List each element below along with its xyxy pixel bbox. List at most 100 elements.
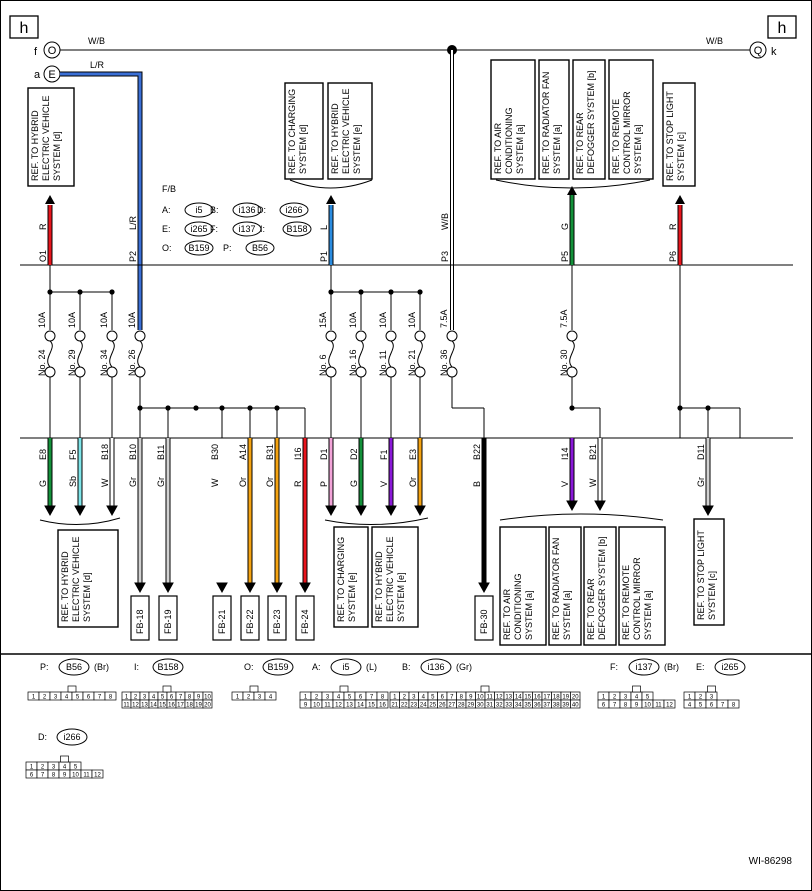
connector-pin-number: 36 (534, 703, 541, 709)
connector-pin-number: 12 (335, 703, 342, 709)
wire-color-label: Or (265, 477, 275, 487)
fuse-number: No. 26 (127, 349, 137, 376)
arrow-d2 (355, 505, 367, 517)
pin-label: P1 (319, 251, 329, 262)
connector-pin (104, 691, 117, 701)
fb-terminal-box (158, 595, 178, 641)
connector-pin-number: 3 (326, 695, 330, 701)
pin-label: B30 (210, 444, 220, 460)
lr-wire (60, 72, 142, 330)
fuse-terminal (385, 330, 397, 342)
connector-pin-number: 3 (624, 695, 628, 701)
fb-code-oval (232, 202, 262, 218)
connector-pin-number: 1 (236, 695, 240, 701)
connector-pin-number: 8 (460, 695, 464, 701)
ref-box-mirror-bot (618, 526, 666, 646)
fuse-rating: 7.5A (559, 309, 569, 328)
connector-letter: F: (610, 662, 618, 672)
ref-box-hybrid-top (27, 87, 75, 187)
fuse-rating: 10A (407, 312, 417, 328)
connector-pin-number: 10 (644, 703, 651, 709)
connector-pin-number: 15 (159, 703, 166, 709)
fb-code-oval (232, 221, 262, 237)
pin-label: D1 (319, 448, 329, 460)
ref-box-mirror-bot-text: REF. TO REMOTE (621, 565, 631, 640)
connector-pin-number: 9 (197, 695, 201, 701)
ref-box-charging-top-text: SYSTEM [d] (298, 124, 308, 174)
fuse-terminal (134, 330, 146, 342)
arrow-p1 (326, 195, 336, 204)
connector-pin-number: 33 (505, 703, 512, 709)
fb-terminal-box (295, 595, 315, 641)
ref-box-radfan-top-text: SYSTEM [a] (552, 124, 562, 174)
connector-pin-number: 7 (613, 703, 617, 709)
wire-color-label: B (472, 481, 482, 487)
fuse-number: No. 24 (37, 349, 47, 376)
connector-pin-number: 39 (562, 703, 569, 709)
connector-pin-number: 4 (688, 703, 692, 709)
connector-pin-number: 7 (721, 703, 725, 709)
pin-label: P5 (560, 251, 570, 262)
wire-label-lr: L/R (90, 60, 105, 70)
ref-box-radfan-top-text: REF. TO RADIATOR FAN (541, 72, 551, 174)
connector-pin-number: 38 (553, 703, 560, 709)
connector-pin-number: 2 (41, 765, 45, 771)
ref-box-mirror-top-text: REF. TO REMOTE (611, 99, 621, 174)
ref-h-left-label: h (20, 20, 29, 37)
ref-box-charging-bot-text: SYSTEM [e] (347, 572, 357, 622)
connector-pin-number: 4 (635, 695, 639, 701)
connector-pin-number: 3 (710, 695, 714, 701)
fuse-number: No. 29 (67, 349, 77, 376)
connector-pin-number: 2 (43, 695, 47, 701)
ref-box-defog-bot (583, 526, 617, 646)
fuse-terminal (74, 330, 86, 342)
connector-pin-number: 35 (524, 703, 531, 709)
ref-box-hybrid2-top (327, 82, 373, 180)
fuse-number: No. 21 (407, 349, 417, 376)
fb-key: A: (162, 205, 171, 215)
fb-terminal-label: FB-24 (300, 609, 310, 634)
connector-letter: A: (312, 662, 321, 672)
arrow-e3 (414, 505, 426, 517)
pin-label: I14 (560, 447, 570, 460)
connector-pin-number: 1 (32, 695, 36, 701)
connector-color: (Br) (664, 662, 679, 672)
pin-label: B10 (128, 444, 138, 460)
connector-pin-number: 11 (487, 695, 494, 701)
junction-dot (193, 405, 199, 411)
connector-pin-number: 16 (379, 703, 386, 709)
connector-key (249, 685, 259, 693)
pin-label: B18 (100, 444, 110, 460)
connector-pin-number: 24 (420, 703, 427, 709)
terminal-k-symbol: Q (754, 45, 763, 57)
connector-pin-number: 2 (699, 695, 703, 701)
connector-pin-number: 12 (132, 703, 139, 709)
connector-pin-number: 8 (188, 695, 192, 701)
terminal-a-symbol: E (48, 69, 55, 81)
connector-pin-number: 5 (76, 695, 80, 701)
connector-pin (376, 699, 389, 709)
fb-code: B56 (252, 243, 268, 253)
ref-box-defog-bot-text: REF. TO REAR (586, 578, 596, 640)
wire-color-label: W (588, 478, 598, 487)
connector-pin-number: 3 (258, 695, 262, 701)
ref-box-ac-bot-text: CONDITIONING (513, 574, 523, 641)
connector-code: i5 (342, 662, 349, 672)
fuse-rating: 10A (348, 312, 358, 328)
fb-key: P: (223, 243, 232, 253)
wire-color-label: Gr (128, 477, 138, 487)
fuse-rating: 10A (99, 312, 109, 328)
connector-pin-number: 12 (496, 695, 503, 701)
connector-pin (91, 769, 104, 779)
fb-code: i137 (238, 224, 255, 234)
arrow-e8 (44, 505, 56, 517)
connector-pin-number: 9 (469, 695, 473, 701)
connector-pin-number: 7 (98, 695, 102, 701)
connector-letter: O: (244, 662, 254, 672)
pin-label: F5 (68, 449, 78, 460)
fb-terminal-box (474, 595, 494, 641)
ref-box-ac-bot (499, 526, 547, 646)
connector-pin-number: 7 (179, 695, 183, 701)
connector-pin-number: 2 (247, 695, 251, 701)
connector-pin-number: 40 (572, 703, 579, 709)
